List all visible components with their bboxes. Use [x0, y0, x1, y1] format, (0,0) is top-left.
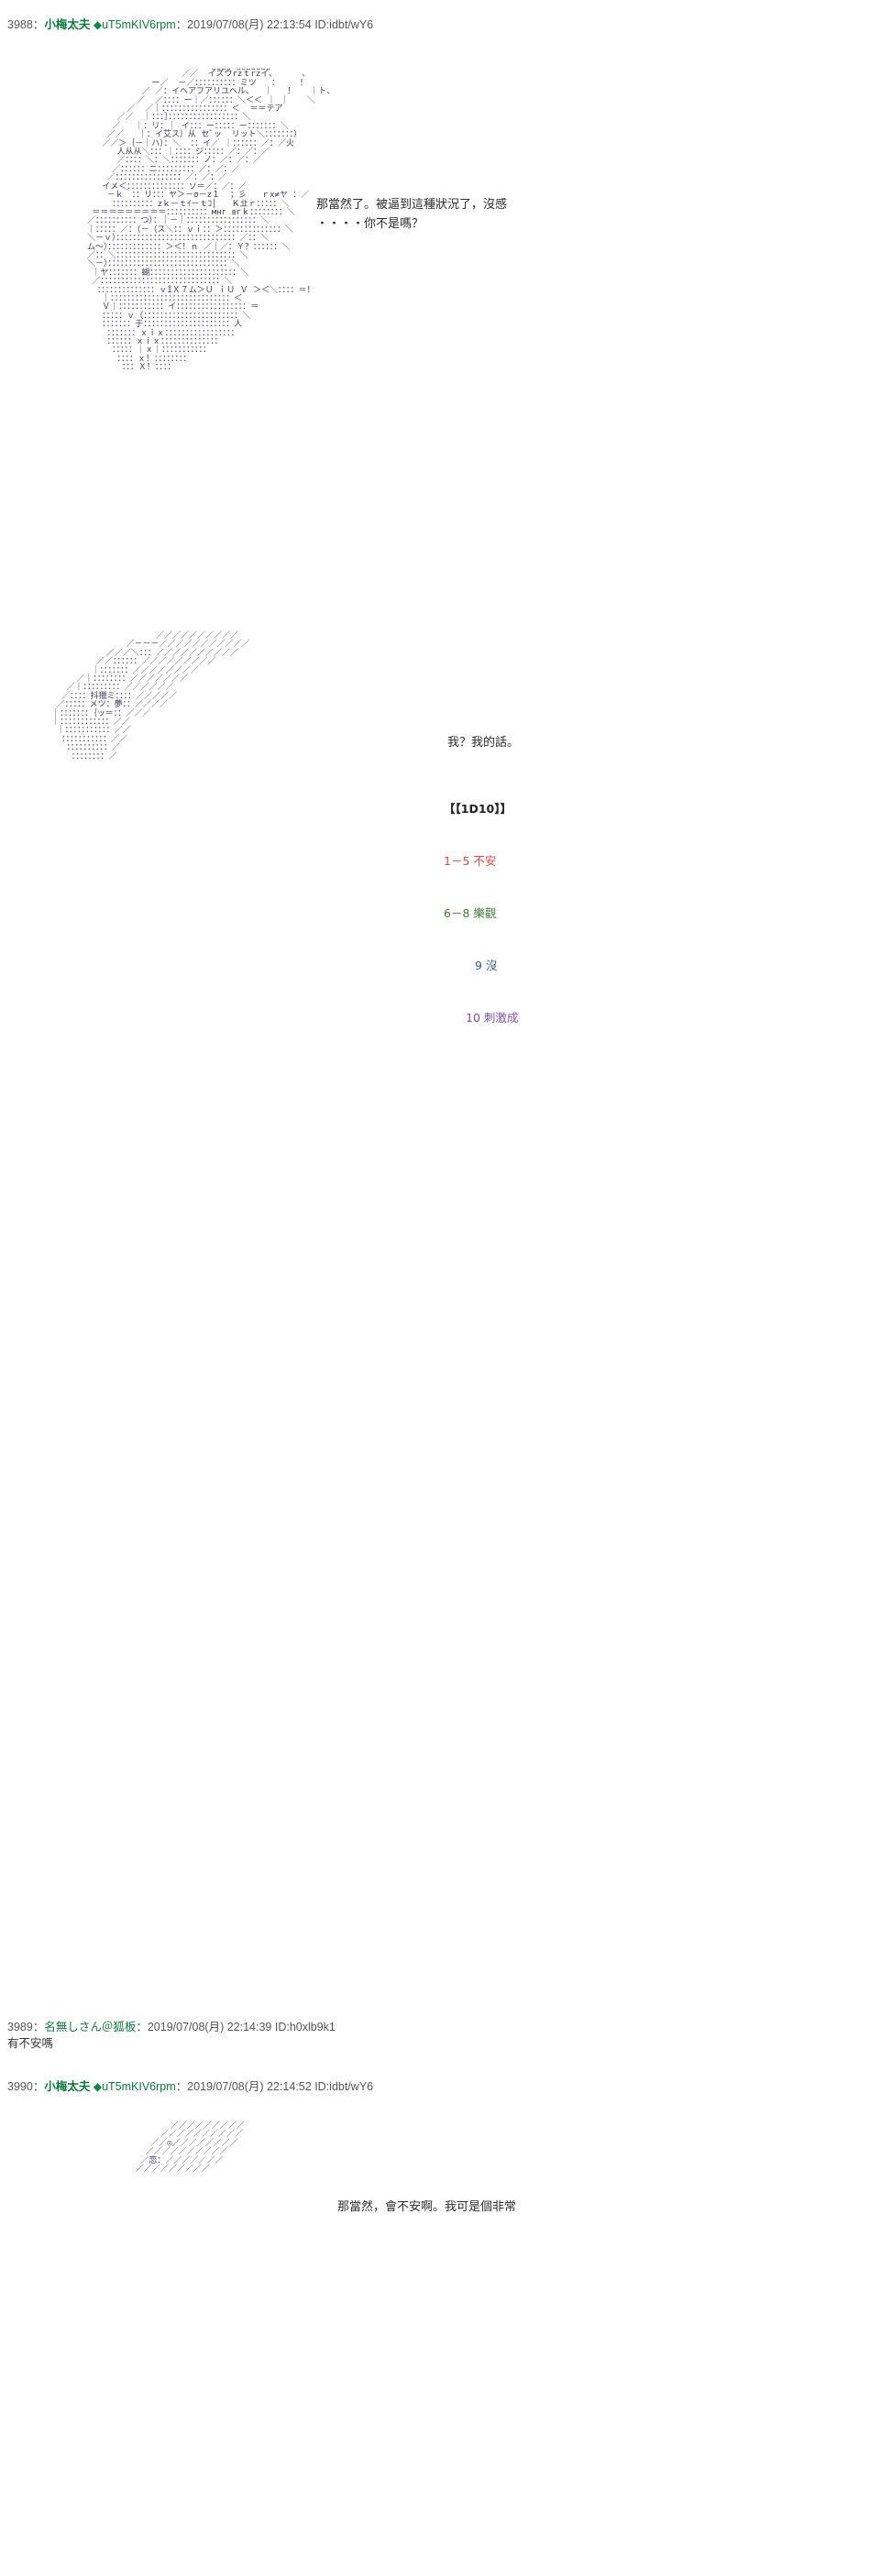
- post-tripcode: uT5mKIV6rpm: [102, 2080, 176, 2093]
- post-header-3990: 3990：小梅太夫 ◆uT5mKIV6rpm：2019/07/08(月) 22:…: [0, 2078, 870, 2095]
- dialogue-3988: 那當然了。被逼到這種狀況了，沒感 ・・・・你不是嗎？: [316, 198, 508, 231]
- post-number[interactable]: 3989: [7, 2021, 33, 2033]
- aa-art-body: ˽˽˽˽ ˽˽˽˽˽˽˽ ／／ イズウrzｔrzイ、 、 ー／ －／：：：：：：…: [87, 61, 336, 373]
- post-number[interactable]: 3988: [7, 18, 33, 31]
- dice-option-2: 6－8 樂觀: [444, 904, 518, 922]
- post-separator-1: ：: [32, 18, 45, 31]
- dice-label-1: 不安: [473, 854, 497, 868]
- post-date: 2019/07/08(月) 22:13:54: [187, 18, 312, 31]
- dice-label-4: 刺激成: [483, 1011, 519, 1025]
- post-header-3988: 3988：小梅太夫 ◆uT5mKIV6rpm：2019/07/08(月) 22:…: [0, 16, 870, 33]
- dice-option-3: 9 沒: [444, 957, 518, 974]
- dice-range-3: 9: [475, 959, 482, 972]
- dice-range-1: 1－5: [444, 854, 470, 868]
- dice-result-box: 【【1D10】】 1－5 不安 6－8 樂觀 9 沒 10 刺激成: [444, 765, 518, 1061]
- post-tripcode: uT5mKIV6rpm: [102, 18, 176, 31]
- post-separator-1: ：: [32, 2021, 45, 2033]
- post-number[interactable]: 3990: [7, 2080, 33, 2093]
- aa-art-middle: ／／／／／／／／／／ ／－－－／／／／／／／／／／／ ／／／＼：：：／／／／／／…: [51, 631, 250, 762]
- post-separator-2: ：: [136, 2021, 148, 2033]
- post-3988: 3988：小梅太夫 ◆uT5mKIV6rpm：2019/07/08(月) 22:…: [0, 16, 870, 373]
- tripcode-diamond-icon: ◆: [93, 18, 103, 31]
- dialogue-3990: 那當然，會不安啊。我可是個非常: [337, 2200, 517, 2214]
- dialogue-middle: 我？我的話。: [447, 736, 520, 750]
- tripcode-diamond-icon: ◆: [93, 2080, 103, 2093]
- aa-art-middle-block: ／／／／／／／／／／ ／－－－／／／／／／／／／／／ ／／／＼：：：／／／／／／…: [0, 631, 870, 1025]
- dice-option-1: 1－5 不安: [444, 852, 518, 870]
- aa-art-3988: ˽˽˽˽ ˽˽˽˽˽˽˽ ／／ イズウrzｔrzイ、 、 ー／ －／：：：：：：…: [0, 61, 870, 373]
- dice-range-4: 10: [466, 1011, 480, 1025]
- post-header-3989: 3989：名無しさん＠狐板：2019/07/08(月) 22:14:39 ID:…: [0, 2019, 870, 2035]
- post-separator-2: ：: [175, 2080, 188, 2093]
- post-separator-1: ：: [32, 2080, 45, 2093]
- dice-label-2: 樂觀: [473, 906, 497, 920]
- post-3989: 3989：名無しさん＠狐板：2019/07/08(月) 22:14:39 ID:…: [0, 2019, 870, 2052]
- post-3990: 3990：小梅太夫 ◆uT5mKIV6rpm：2019/07/08(月) 22:…: [0, 2078, 870, 2214]
- aa-art-bottom: ／／／／／／／／／ ／／／／／／／／／／ ／／◎／／／／／／／／ ／／／／／／／…: [135, 2121, 245, 2175]
- dice-title: 【【1D10】】: [444, 802, 512, 816]
- post-separator-2: ：: [175, 18, 188, 31]
- dice-option-4: 10 刺激成: [444, 1009, 518, 1026]
- post-id: ID:idbt/wY6: [314, 18, 374, 31]
- post-id: ID:h0xlb9k1: [274, 2021, 336, 2033]
- aa-art-3990: ／／／／／／／／／ ／／／／／／／／／／ ／／◎／／／／／／／／ ／／／／／／／…: [0, 2121, 870, 2214]
- post-author-name: 名無しさん＠狐板: [44, 2021, 137, 2033]
- post-date: 2019/07/08(月) 22:14:52: [187, 2080, 312, 2093]
- post-author-name: 小梅太夫: [44, 18, 91, 31]
- post-body-3989: 有不安嗎: [7, 2037, 54, 2050]
- dice-range-2: 6－8: [444, 906, 470, 920]
- post-id: ID:idbt/wY6: [314, 2080, 374, 2093]
- post-author-name: 小梅太夫: [44, 2080, 91, 2093]
- dice-label-3: 沒: [485, 959, 498, 972]
- post-date: 2019/07/08(月) 22:14:39: [147, 2021, 272, 2033]
